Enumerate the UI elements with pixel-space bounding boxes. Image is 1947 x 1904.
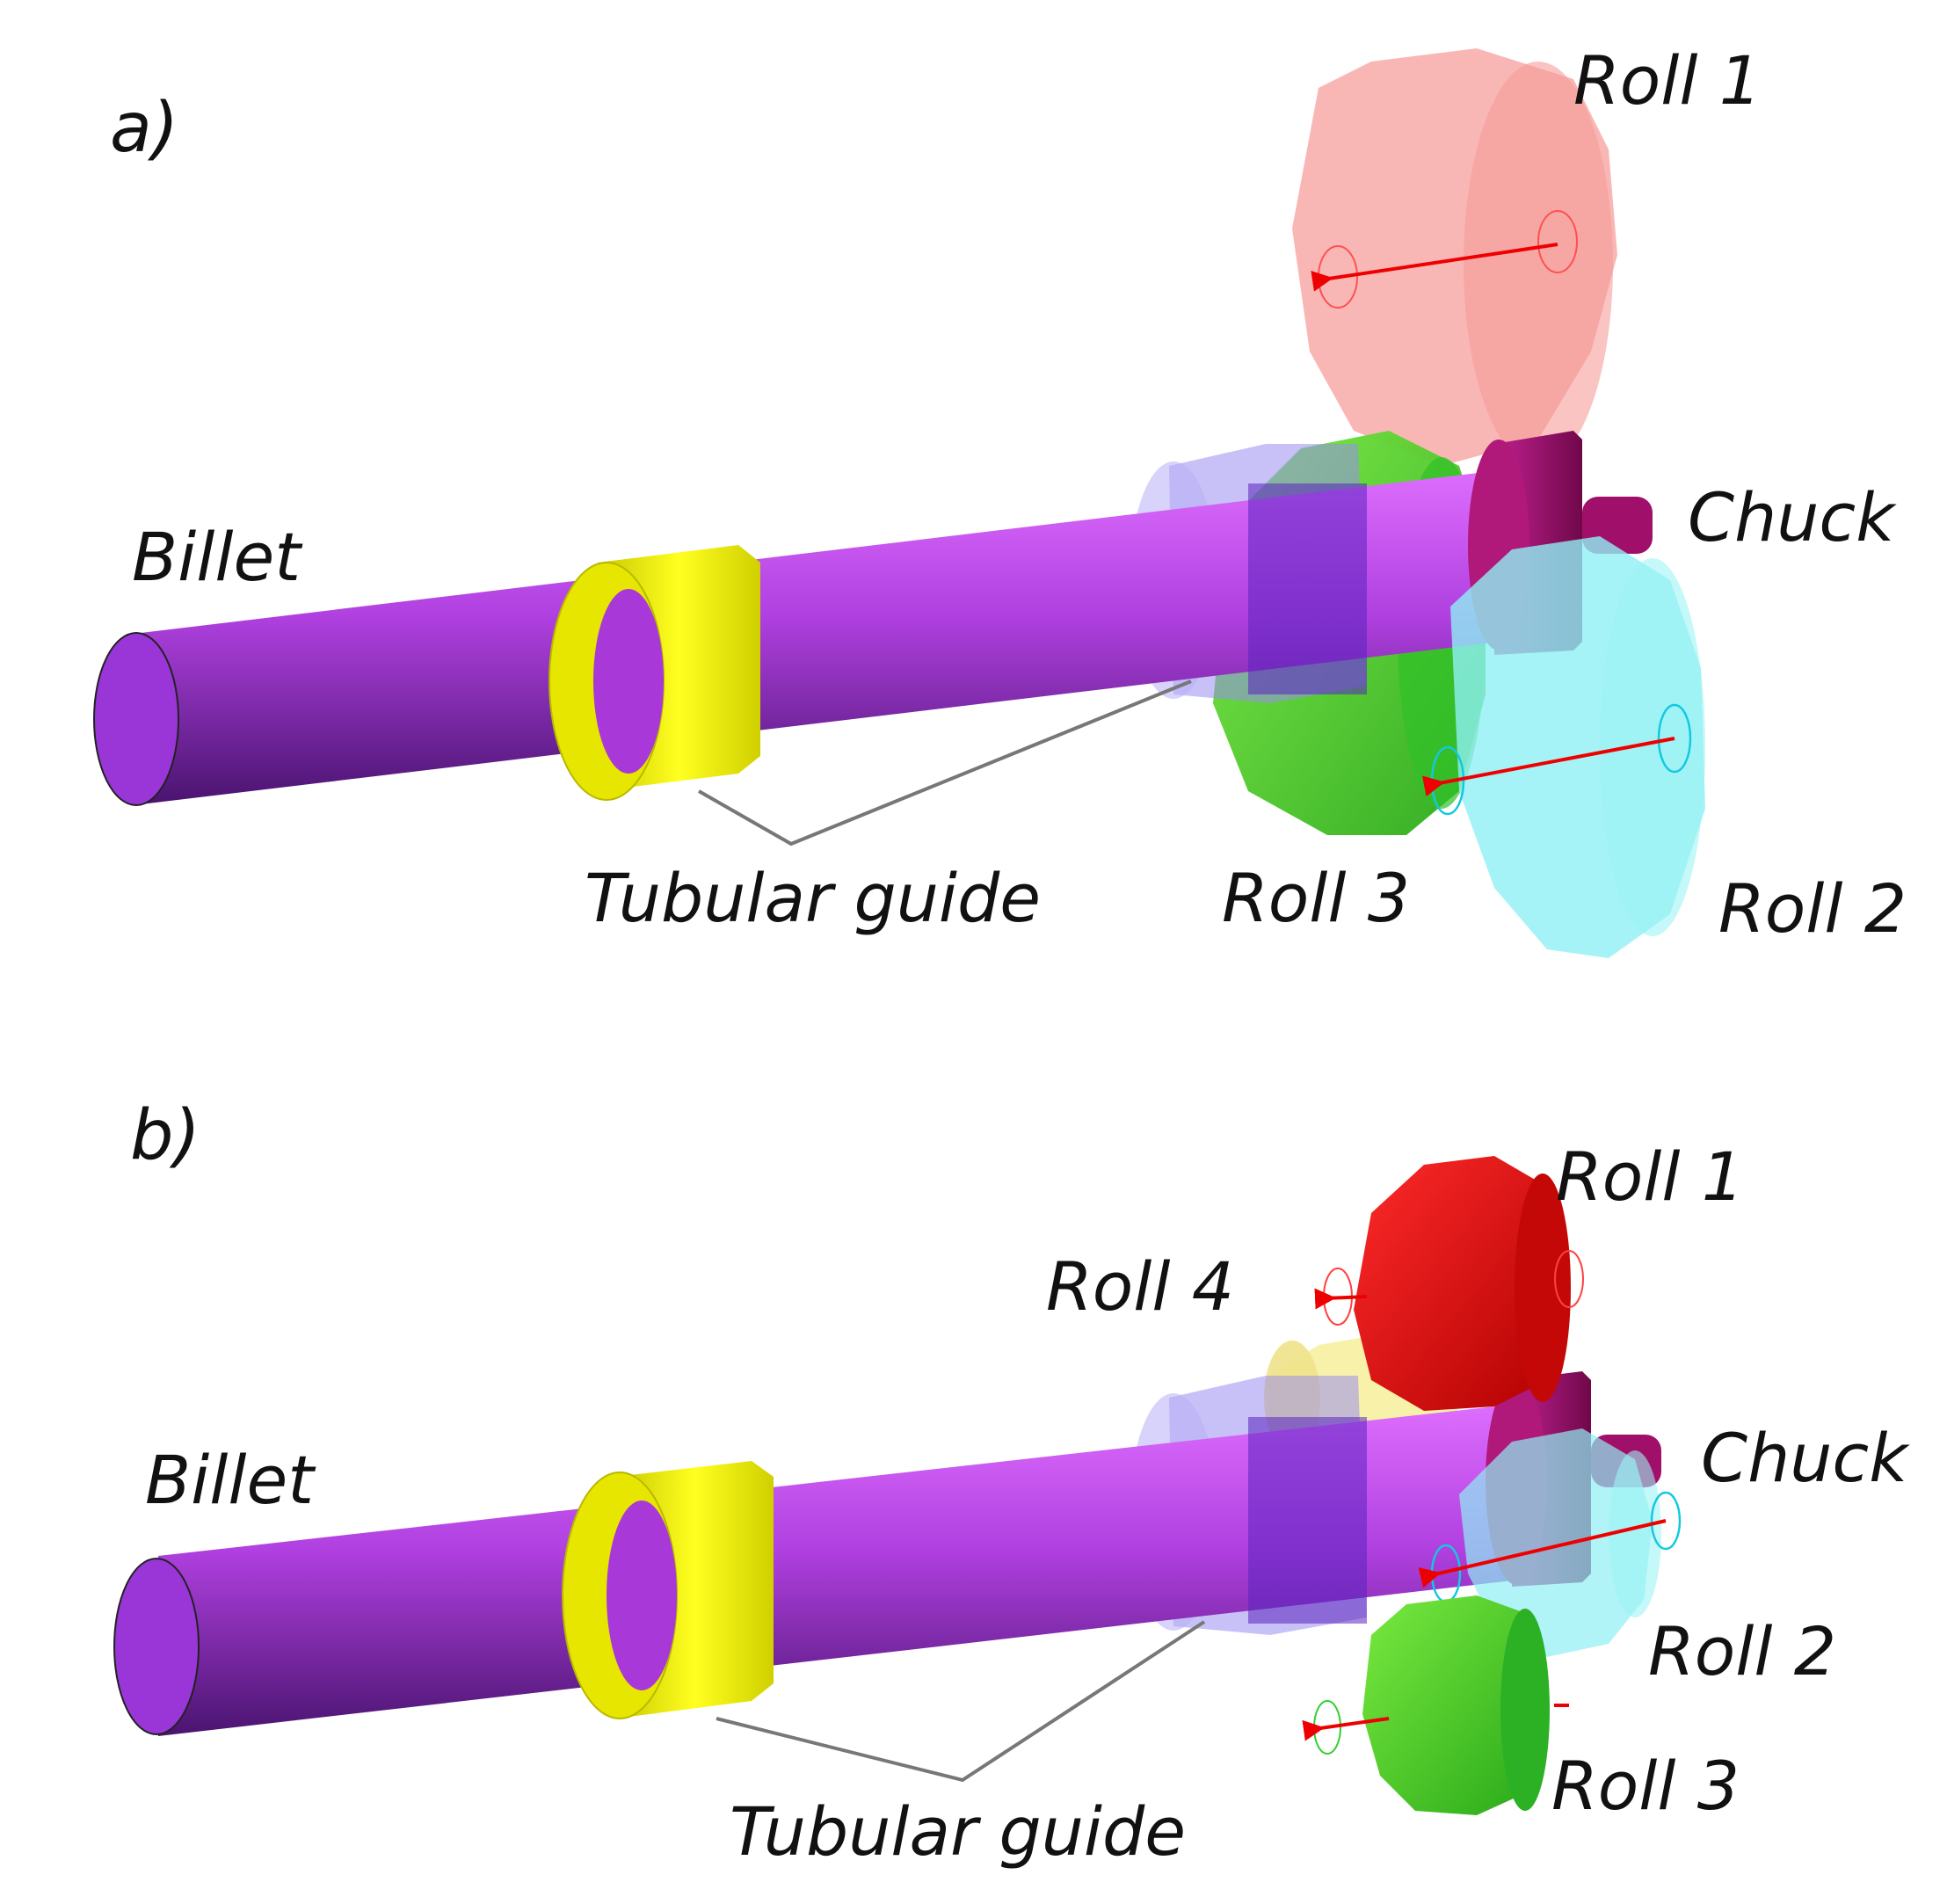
panel-a-chuck-label: Chuck [1688, 478, 1897, 556]
guide-yellow-bore [593, 589, 664, 774]
panel-a-guide-yellow [549, 545, 760, 801]
panel-a-guide-label: Tubular guide [585, 859, 1041, 937]
billet-guide-overlap [1248, 1417, 1367, 1624]
panel-b-roll1-label: Roll 1 [1556, 1137, 1744, 1216]
roll2-face [1609, 1450, 1661, 1617]
roll1-axis-arrow [1311, 243, 1558, 292]
panel-b-guide-leader [716, 1620, 1206, 1783]
roll3-axis-arrow [1302, 1717, 1390, 1741]
roll1-rotation-icon-b [1537, 210, 1578, 273]
billet-guide-overlap [1248, 483, 1367, 694]
roll2-axis-arrow [1421, 737, 1675, 797]
panel-a-roll1-label: Roll 1 [1573, 41, 1762, 120]
panel-b-billet [113, 1398, 1573, 1736]
panel-b-roll3 [1302, 1595, 1569, 1815]
panel-a-billet-label: Billet [132, 518, 303, 596]
roll1-rotation-icon-b [1554, 1250, 1584, 1308]
billet-body [141, 461, 1573, 804]
panel-a-roll1 [1292, 48, 1617, 466]
panel-b-roll2 [1418, 1428, 1682, 1657]
roll2-rotation-icon-b [1650, 1491, 1682, 1551]
roll1-body [1354, 1156, 1565, 1411]
panel-a-roll2-label: Roll 2 [1718, 869, 1907, 948]
panel-b-chuck-label: Chuck [1701, 1419, 1910, 1497]
roll1-face [1515, 1174, 1571, 1402]
roll3-body [1362, 1595, 1543, 1815]
panel-b-guide-yellow [562, 1461, 774, 1719]
panel-a-label: a) [110, 89, 178, 168]
roll2-axis-arrow [1418, 1519, 1667, 1588]
roll2-face [1600, 558, 1705, 936]
panel-b: b) [113, 1096, 1910, 1871]
panel-b-label: b) [130, 1096, 200, 1175]
panel-a-guide-leader [698, 679, 1192, 847]
panel-b-guide-label: Tubular guide [730, 1792, 1186, 1871]
panel-a-billet [93, 461, 1573, 806]
billet-end-face [93, 632, 179, 806]
billet-body [158, 1398, 1573, 1736]
roll2-body [1459, 1428, 1653, 1657]
billet-end-face [113, 1558, 200, 1735]
panel-b-roll2-label: Roll 2 [1648, 1612, 1836, 1690]
roll3-face [1500, 1609, 1550, 1811]
guide-yellow-bore [607, 1501, 677, 1690]
panel-a-roll2 [1421, 536, 1705, 958]
panel-a-roll3-label: Roll 3 [1222, 859, 1410, 937]
roll2-rotation-icon-b [1657, 703, 1692, 774]
panel-b-roll3-label: Roll 3 [1551, 1747, 1740, 1825]
panel-b-roll1 [1314, 1156, 1584, 1411]
roll1-axis-arrow [1314, 1288, 1368, 1310]
panel-b-billet-label: Billet [145, 1441, 316, 1519]
panel-b-roll4-label: Roll 4 [1046, 1247, 1234, 1326]
panel-a: a) [93, 41, 1907, 958]
roll1-face [1464, 62, 1613, 466]
